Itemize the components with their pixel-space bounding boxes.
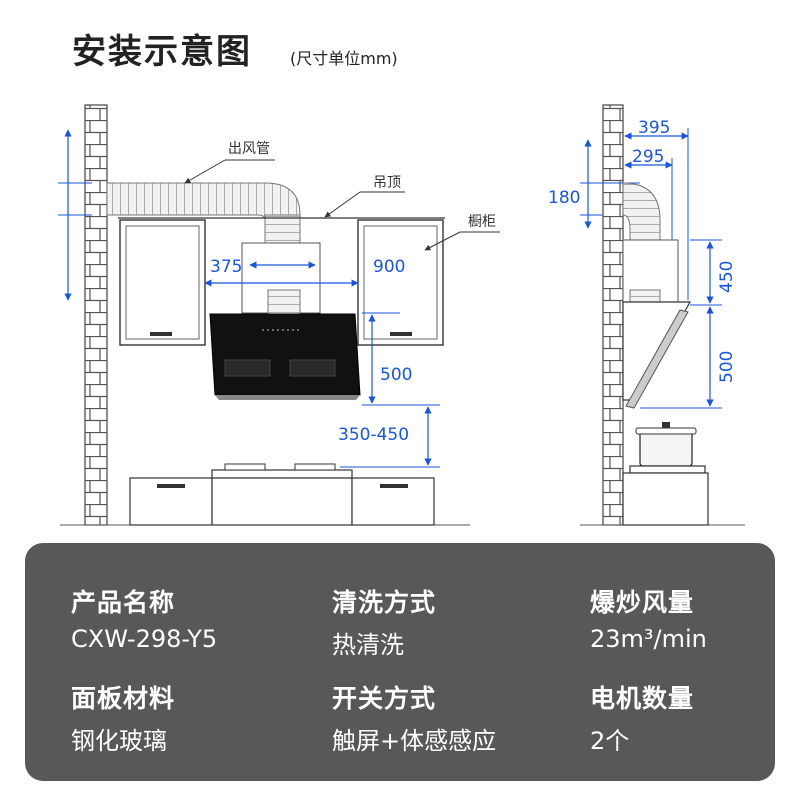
dim-375: 375	[210, 257, 242, 277]
dim-180: 180	[548, 188, 580, 208]
upper-cabinet-right	[357, 219, 444, 346]
dim-395: 395	[638, 118, 670, 138]
spec-cleaning-method: 清洗方式 热清洗	[332, 583, 436, 660]
spec-value: 触屏+体感感应	[332, 727, 497, 755]
spec-label: 产品名称	[71, 588, 176, 617]
spec-label: 清洗方式	[332, 588, 437, 617]
spec-product-name: 产品名称 CXW-298-Y5	[71, 583, 217, 653]
spec-label: 爆炒风量	[590, 588, 695, 617]
spec-label: 面板材料	[71, 684, 176, 713]
spec-airflow: 爆炒风量 23m³/min	[590, 583, 707, 653]
spec-label: 开关方式	[332, 684, 437, 713]
spec-value: CXW-298-Y5	[71, 625, 218, 653]
dim-295: 295	[632, 147, 664, 167]
dim-500-side: 500	[717, 351, 737, 383]
spec-value: 23m³/min	[590, 625, 707, 653]
spec-value: 钢化玻璃	[71, 727, 167, 755]
spec-panel-material: 面板材料 钢化玻璃	[71, 679, 175, 756]
spec-switch-method: 开关方式 触屏+体感感应	[332, 679, 496, 756]
brick-wall-front	[84, 104, 108, 526]
label-ceiling: 吊顶	[373, 175, 401, 191]
dim-350-450: 350-450	[338, 425, 409, 445]
label-cabinet: 橱柜	[468, 214, 496, 230]
page-title: 安装示意图	[72, 32, 252, 72]
lower-cabinet-right	[351, 477, 435, 526]
brick-wall-side	[602, 104, 624, 526]
cooking-pot	[639, 429, 693, 467]
range-hood	[209, 313, 361, 396]
dim-450-side: 450	[717, 261, 737, 293]
unit-note: (尺寸单位mm)	[290, 49, 398, 68]
upper-cabinet-left	[119, 219, 206, 346]
spec-panel: 产品名称 CXW-298-Y5 清洗方式 热清洗 爆炒风量 23m³/min 面…	[25, 543, 775, 781]
label-duct: 出风管	[228, 141, 270, 157]
spec-value: 热清洗	[332, 631, 404, 659]
spec-motor-count: 电机数量 2个	[590, 679, 694, 756]
cooktop	[211, 469, 353, 479]
spec-value: 2个	[590, 727, 630, 755]
dim-500-front: 500	[380, 365, 412, 385]
installation-diagram: 375 900 500 350-450 出风管 吊顶 橱柜 395 295 18…	[58, 104, 745, 526]
dim-900: 900	[373, 257, 405, 277]
lower-cabinet-side	[622, 472, 709, 526]
spec-label: 电机数量	[590, 684, 695, 713]
